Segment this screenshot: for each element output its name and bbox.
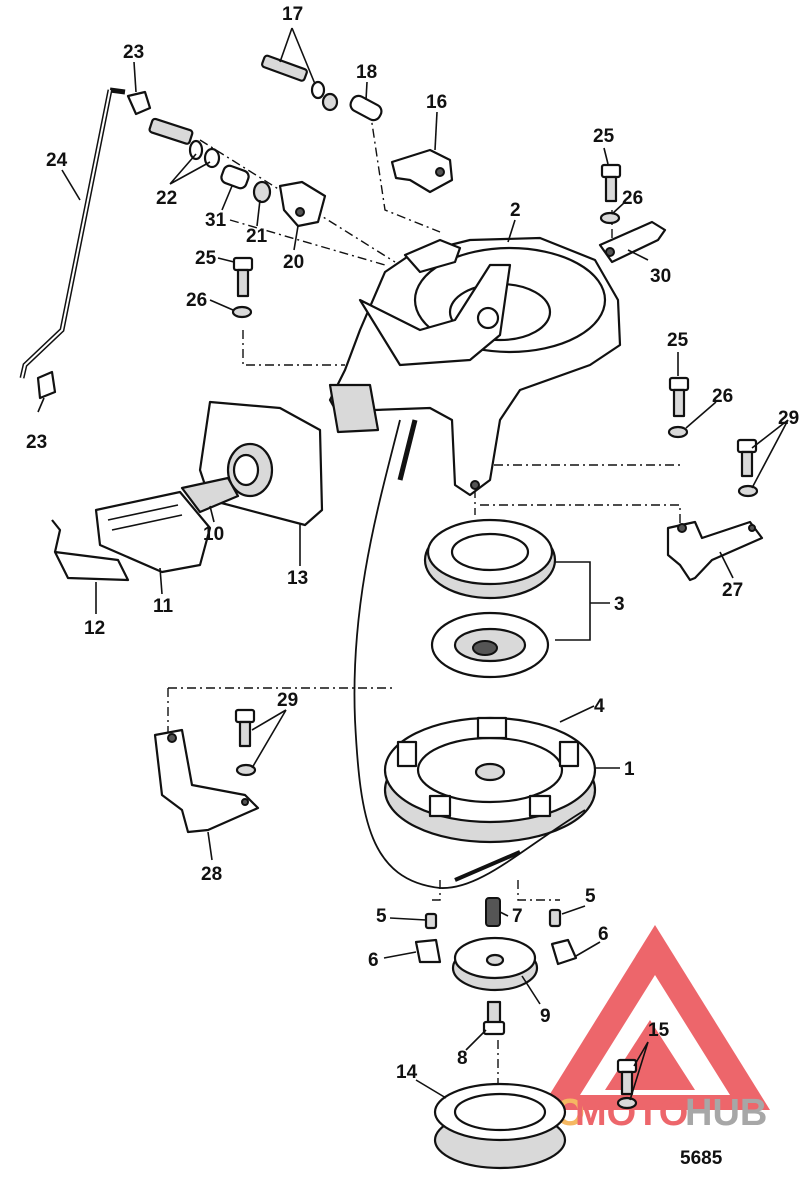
part-21-nut <box>252 180 272 204</box>
part-29-bolt-left <box>234 708 257 777</box>
callout-29-left: 29 <box>277 690 298 711</box>
part-25-bolt-c <box>668 376 690 418</box>
callout-25-a: 25 <box>195 248 217 269</box>
callout-16: 16 <box>426 92 447 113</box>
callout-2: 2 <box>510 200 521 221</box>
part-6-pawl-right <box>550 938 578 966</box>
callout-27: 27 <box>722 580 743 601</box>
part-8-bolt <box>482 1000 506 1036</box>
starter-rope <box>353 419 586 889</box>
part-22-screw <box>148 117 221 169</box>
callout-22: 22 <box>156 188 177 209</box>
callout-23-bottom: 23 <box>26 432 47 453</box>
callout-14: 14 <box>396 1062 418 1083</box>
callout-31: 31 <box>205 210 227 231</box>
callout-6-right: 6 <box>598 924 609 945</box>
watermark-text-hub: HUB <box>685 1092 767 1134</box>
part-26-washer-a <box>231 305 253 319</box>
part-16-lever <box>390 148 454 194</box>
part-2-housing <box>328 236 622 497</box>
callout-25-c: 25 <box>667 330 689 351</box>
part-17-screw <box>261 54 326 100</box>
callout-18: 18 <box>356 62 377 83</box>
callout-25-b: 25 <box>593 126 615 147</box>
part-12-clip <box>51 519 130 582</box>
part-30-plate <box>598 220 667 264</box>
callout-23-top: 23 <box>123 42 144 63</box>
callout-5-left: 5 <box>376 906 387 927</box>
leader-lines <box>37 27 789 1101</box>
part-26-washer-c <box>667 425 689 439</box>
callout-1: 1 <box>624 759 635 780</box>
part-5-spring-right <box>548 908 562 928</box>
part-18-pin <box>349 94 383 122</box>
callout-13: 13 <box>287 568 308 589</box>
callout-26-c: 26 <box>712 386 733 407</box>
callout-17: 17 <box>282 4 303 25</box>
part-28-bracket <box>153 728 260 834</box>
callout-5-right: 5 <box>585 886 596 907</box>
callout-21: 21 <box>246 226 268 247</box>
figure-number: 5685 <box>680 1148 723 1169</box>
callout-10: 10 <box>203 524 224 545</box>
part-25-bolt-a <box>232 256 254 298</box>
part-24-rod <box>19 87 126 379</box>
callout-28: 28 <box>201 864 222 885</box>
part-6-pawl-left <box>414 938 442 964</box>
part-10-handle <box>180 476 240 514</box>
callouts: 17 23 18 16 24 22 31 21 20 2 25 26 30 25… <box>26 4 799 1083</box>
part-3-spring-cup <box>423 518 557 600</box>
part-27-bracket <box>666 520 764 582</box>
callout-9: 9 <box>540 1006 551 1027</box>
part-23-clip-bottom <box>36 370 57 400</box>
part-1-pulley <box>383 716 597 844</box>
callout-15: 15 <box>648 1020 670 1041</box>
callout-3: 3 <box>614 594 625 615</box>
part-26-washer-b <box>599 211 621 225</box>
callout-29-right: 29 <box>778 408 799 429</box>
part-13-cover <box>198 400 324 527</box>
part-3-spring <box>430 611 550 679</box>
part-15-bolt <box>616 1058 638 1110</box>
part-19-nut <box>321 92 339 112</box>
part-7-spring <box>485 897 501 927</box>
callout-24: 24 <box>46 150 68 171</box>
callout-4: 4 <box>594 696 605 717</box>
part-23-clip-top <box>126 90 152 116</box>
part-20-bracket <box>278 180 327 228</box>
callout-26-b: 26 <box>622 188 643 209</box>
callout-8: 8 <box>457 1048 468 1069</box>
callout-7: 7 <box>512 906 523 927</box>
callout-20: 20 <box>283 252 304 273</box>
part-14-cup <box>433 1082 567 1170</box>
part-5-spring-left <box>424 912 438 930</box>
callout-30: 30 <box>650 266 671 287</box>
callout-11: 11 <box>153 596 174 617</box>
part-29-bolt-right <box>736 438 759 498</box>
callout-26-a: 26 <box>186 290 207 311</box>
watermark-logo: AUTO MOTO HUB <box>478 925 770 1134</box>
part-25-bolt-b <box>600 163 622 203</box>
part-9-retainer <box>451 936 539 992</box>
callout-6-left: 6 <box>368 950 379 971</box>
part-11-grip <box>94 490 212 574</box>
callout-12: 12 <box>84 618 105 639</box>
part-31-sleeve <box>220 164 250 190</box>
